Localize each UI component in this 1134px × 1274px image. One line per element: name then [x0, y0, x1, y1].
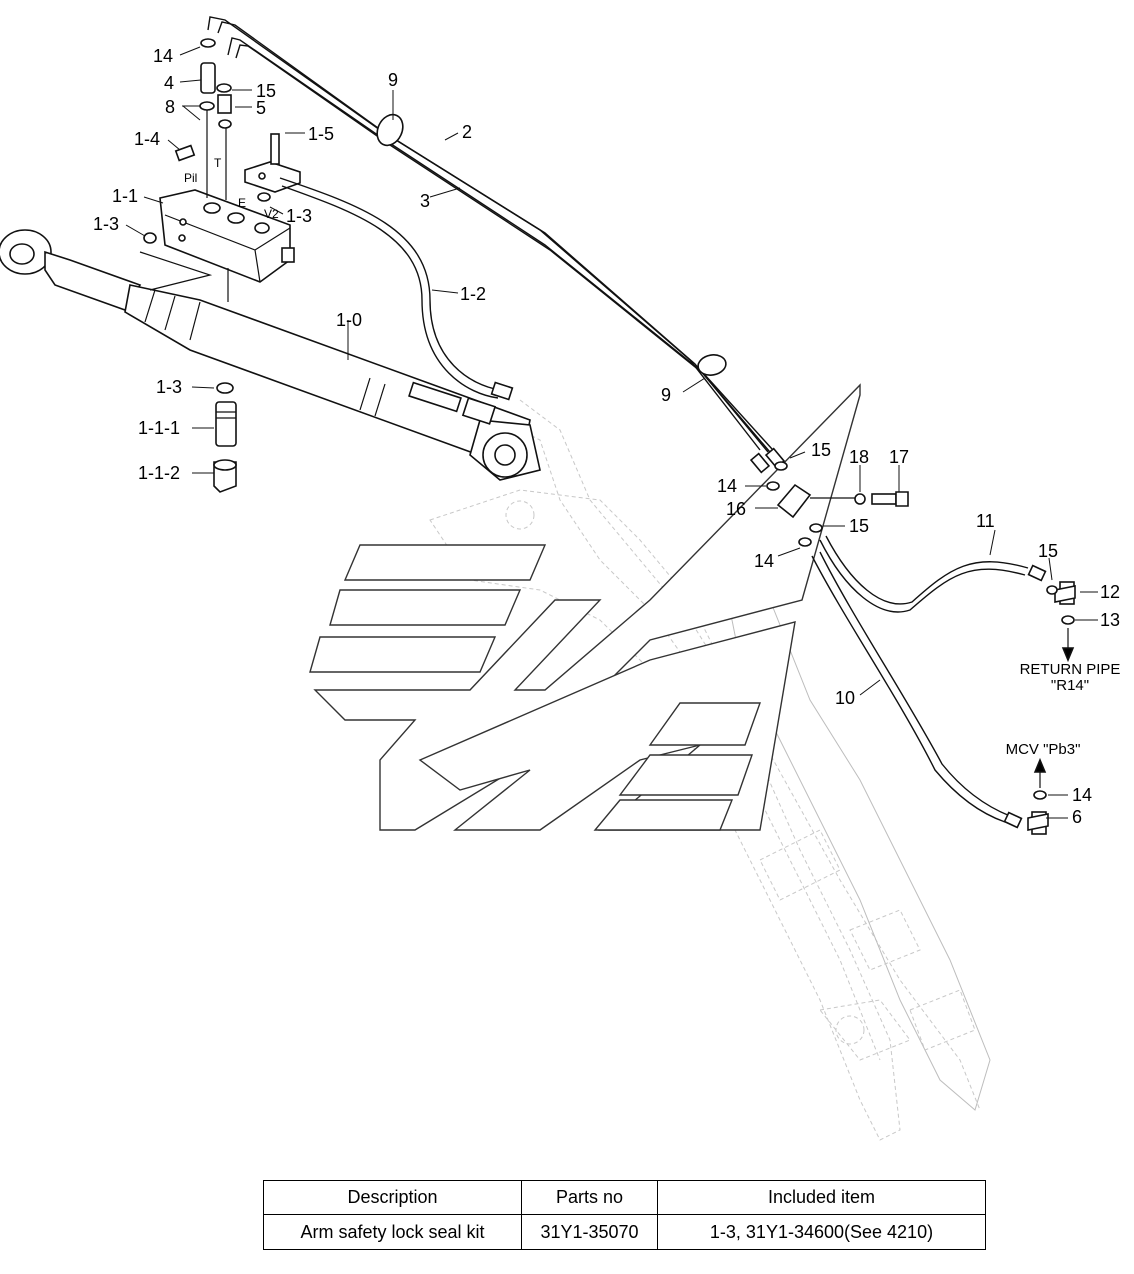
- callout-9: 9: [661, 385, 671, 405]
- callout-14: 14: [717, 476, 737, 496]
- callout-1-1: 1-1: [112, 186, 138, 206]
- port-label-pil: Pil: [184, 171, 197, 185]
- port-label-v2: V2: [264, 207, 279, 221]
- callout-15: 15: [849, 516, 869, 536]
- arm-cylinder: [0, 229, 541, 481]
- pipes-2-3: [207, 16, 786, 474]
- callout-9: 9: [388, 70, 398, 90]
- table-row: Arm safety lock seal kit 31Y1-35070 1-3,…: [263, 1214, 986, 1250]
- return-pipe-note: RETURN PIPE: [1020, 661, 1121, 678]
- connection-notes: RETURN PIPE "R14" MCV "Pb3": [1006, 661, 1121, 758]
- callout-1-3: 1-3: [286, 206, 312, 226]
- hoses-10-11: [811, 535, 1076, 835]
- callout-2: 2: [462, 122, 472, 142]
- callout-1-5: 1-5: [308, 124, 334, 144]
- callout-1-2: 1-2: [460, 284, 486, 304]
- column-header-included-item: Included item: [657, 1180, 986, 1215]
- callout-3: 3: [420, 191, 430, 211]
- callout-16: 16: [726, 499, 746, 519]
- callout-18: 18: [849, 447, 869, 467]
- fittings-top-left: [143, 38, 271, 244]
- port-label-t: T: [214, 156, 222, 170]
- callout-15: 15: [811, 440, 831, 460]
- table-header-row: Description Parts no Included item: [263, 1180, 986, 1215]
- callout-11: 11: [976, 511, 995, 531]
- port-labels: T E V2 Pil: [184, 156, 279, 221]
- callout-4: 4: [164, 73, 174, 93]
- callout-12: 12: [1100, 582, 1120, 602]
- column-header-description: Description: [263, 1180, 522, 1215]
- callout-1-0: 1-0: [336, 310, 362, 330]
- callout-1-1-2: 1-1-2: [138, 463, 180, 483]
- callout-8: 8: [165, 97, 175, 117]
- manifold-block: [244, 133, 301, 193]
- block-16-bolt-17: [766, 461, 909, 547]
- callout-15: 15: [256, 81, 276, 101]
- callout-5: 5: [256, 98, 266, 118]
- callout-14: 14: [153, 46, 173, 66]
- cell-parts-no: 31Y1-35070: [521, 1214, 658, 1250]
- callout-1-4: 1-4: [134, 129, 160, 149]
- callout-13: 13: [1100, 610, 1120, 630]
- callout-17: 17: [889, 447, 909, 467]
- callout-1-1-1: 1-1-1: [138, 418, 180, 438]
- hose-1-2: [279, 177, 514, 401]
- mcv-note: MCV "Pb3": [1006, 741, 1081, 758]
- manufacturer-logo: [309, 383, 861, 831]
- callout-6: 6: [1072, 807, 1082, 827]
- cylinder-port-parts: [213, 382, 237, 493]
- parts-kit-table: Description Parts no Included item Arm s…: [263, 1180, 986, 1250]
- return-pipe-ref: "R14": [1051, 677, 1089, 694]
- callout-1-3: 1-3: [93, 214, 119, 234]
- callout-14: 14: [754, 551, 774, 571]
- callout-15: 15: [1038, 541, 1058, 561]
- callout-labels: 14 4 15 8 5 1-4 1-5 1-1 1-3 1-3 9 2 3 1-…: [93, 46, 1120, 827]
- cell-included-item: 1-3, 31Y1-34600(See 4210): [657, 1214, 986, 1250]
- callout-10: 10: [835, 688, 855, 708]
- callout-14: 14: [1072, 785, 1092, 805]
- column-header-parts-no: Parts no: [521, 1180, 658, 1215]
- cell-description: Arm safety lock seal kit: [263, 1214, 522, 1250]
- safety-valve-block: [139, 189, 295, 302]
- callout-1-3: 1-3: [156, 377, 182, 397]
- hydraulic-parts-diagram: 14 4 15 8 5 1-4 1-5 1-1 1-3 1-3 9 2 3 1-…: [0, 16, 1121, 1141]
- leader-lines: [125, 46, 1098, 819]
- port-label-e: E: [238, 196, 246, 210]
